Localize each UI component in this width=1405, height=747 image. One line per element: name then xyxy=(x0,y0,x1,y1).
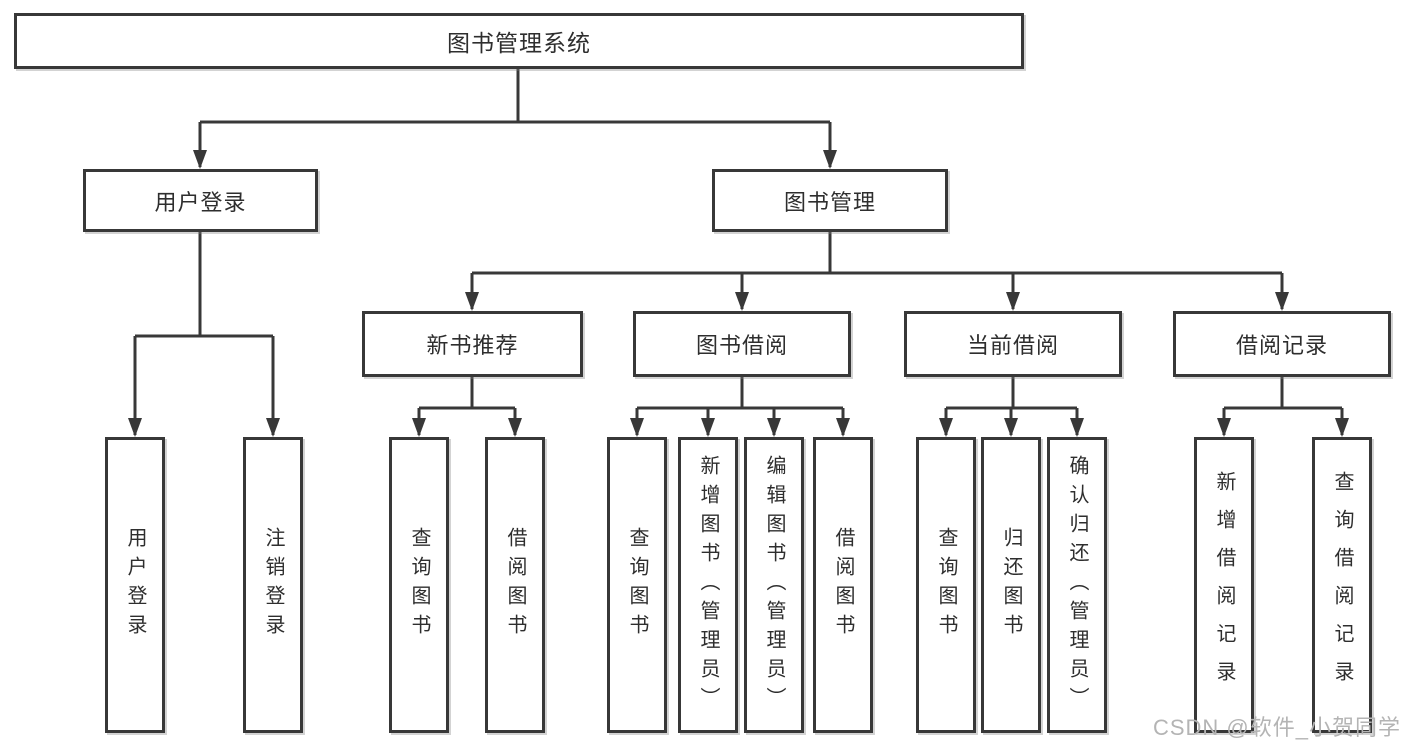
arrowhead xyxy=(1217,418,1231,437)
arrowhead xyxy=(836,418,850,437)
arrowhead xyxy=(128,418,142,437)
node-new-book-recommendation: 新书推荐 xyxy=(362,311,583,377)
node-leaf-add-borrow-record: 新增借阅记录 xyxy=(1194,437,1254,733)
node-library-management-system: 图书管理系统 xyxy=(14,13,1024,69)
arrowhead xyxy=(508,418,522,437)
node-leaf-confirm-return-admin: 确认归还（管理员） xyxy=(1047,437,1107,733)
arrowhead xyxy=(630,418,644,437)
arrowhead xyxy=(767,418,781,437)
node-leaf-borrow-books: 借阅图书 xyxy=(813,437,873,733)
node-leaf-borrow-books-recommend: 借阅图书 xyxy=(485,437,545,733)
arrowhead xyxy=(193,150,207,169)
node-book-management: 图书管理 xyxy=(712,169,948,232)
node-leaf-query-books-recommend: 查询图书 xyxy=(389,437,449,733)
node-leaf-add-books-admin: 新增图书（管理员） xyxy=(678,437,738,733)
arrowhead xyxy=(1004,418,1018,437)
node-book-borrowing: 图书借阅 xyxy=(633,311,851,377)
arrowhead xyxy=(1335,418,1349,437)
watermark: CSDN @软件_小贺同学 xyxy=(1152,715,1401,740)
node-leaf-query-borrow-record: 查询借阅记录 xyxy=(1312,437,1372,733)
arrowhead xyxy=(465,292,479,311)
node-current-borrowing: 当前借阅 xyxy=(904,311,1122,377)
arrowhead xyxy=(1275,292,1289,311)
node-leaf-query-books-borrowing: 查询图书 xyxy=(607,437,667,733)
arrowhead xyxy=(701,418,715,437)
node-user-login: 用户登录 xyxy=(83,169,318,232)
node-leaf-edit-books-admin: 编辑图书（管理员） xyxy=(744,437,804,733)
arrowhead xyxy=(1006,292,1020,311)
node-leaf-logout-login: 注销登录 xyxy=(243,437,303,733)
arrowhead xyxy=(823,150,837,169)
node-leaf-return-books: 归还图书 xyxy=(981,437,1041,733)
node-leaf-user-login: 用户登录 xyxy=(105,437,165,733)
node-leaf-query-books-current: 查询图书 xyxy=(916,437,976,733)
arrowhead xyxy=(735,292,749,311)
arrowhead xyxy=(266,418,280,437)
node-borrowing-records: 借阅记录 xyxy=(1173,311,1391,377)
arrowhead xyxy=(939,418,953,437)
arrowhead xyxy=(1070,418,1084,437)
arrowhead xyxy=(412,418,426,437)
